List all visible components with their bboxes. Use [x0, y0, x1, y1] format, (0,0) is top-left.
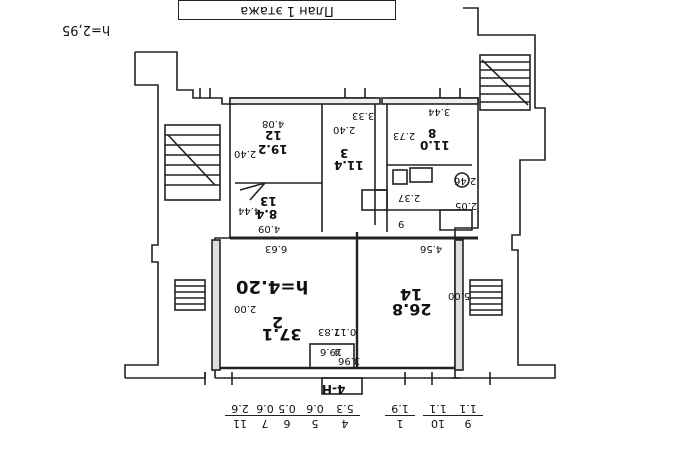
plan-title: План 1 этажа [178, 0, 396, 20]
left-staircase [164, 124, 221, 311]
main-height: h=4.20 [236, 276, 309, 297]
room-3-len: 2.40 [333, 124, 356, 135]
room-12-area: 19.2 [258, 142, 288, 156]
dim-11: 5.00 [448, 290, 471, 301]
dim-17: 2.00 [234, 303, 257, 314]
right-staircase [469, 54, 531, 316]
dim-15: 2.73 [393, 130, 416, 141]
dim-4: 3.44 [428, 106, 451, 117]
room-13-id: 13 [260, 194, 277, 208]
room-14-area: 26.8 [392, 300, 432, 319]
dim-5: 3.33 [352, 110, 375, 121]
left-tower-wall [135, 51, 235, 105]
dim-12: 4-H [322, 382, 346, 396]
dim-14: 4.44 [238, 205, 261, 216]
dim-16: 2.05 [455, 200, 478, 211]
dim-7: 2.46 [454, 175, 477, 186]
dim-6: 2.40 [234, 148, 257, 159]
dim-9: 9 [398, 218, 405, 229]
height-label: h=2,95 [62, 22, 111, 37]
room-3-area: 11.4 [334, 158, 364, 172]
room-12-id: 12 [265, 128, 282, 142]
room-8-area: 11.0 [420, 138, 450, 152]
room-13-len: 4.09 [258, 223, 281, 234]
room-2-area: 37.1 [262, 325, 302, 344]
dim-8: 2.37 [398, 192, 421, 203]
dim-1: 6.63 [265, 243, 288, 254]
right-tower-wall [452, 7, 556, 379]
dim-2: 4.56 [420, 243, 443, 254]
dim-13: 3.96 [338, 355, 361, 366]
room-12-len: 4.08 [262, 118, 285, 129]
dim-10: 0.17 [334, 326, 357, 337]
